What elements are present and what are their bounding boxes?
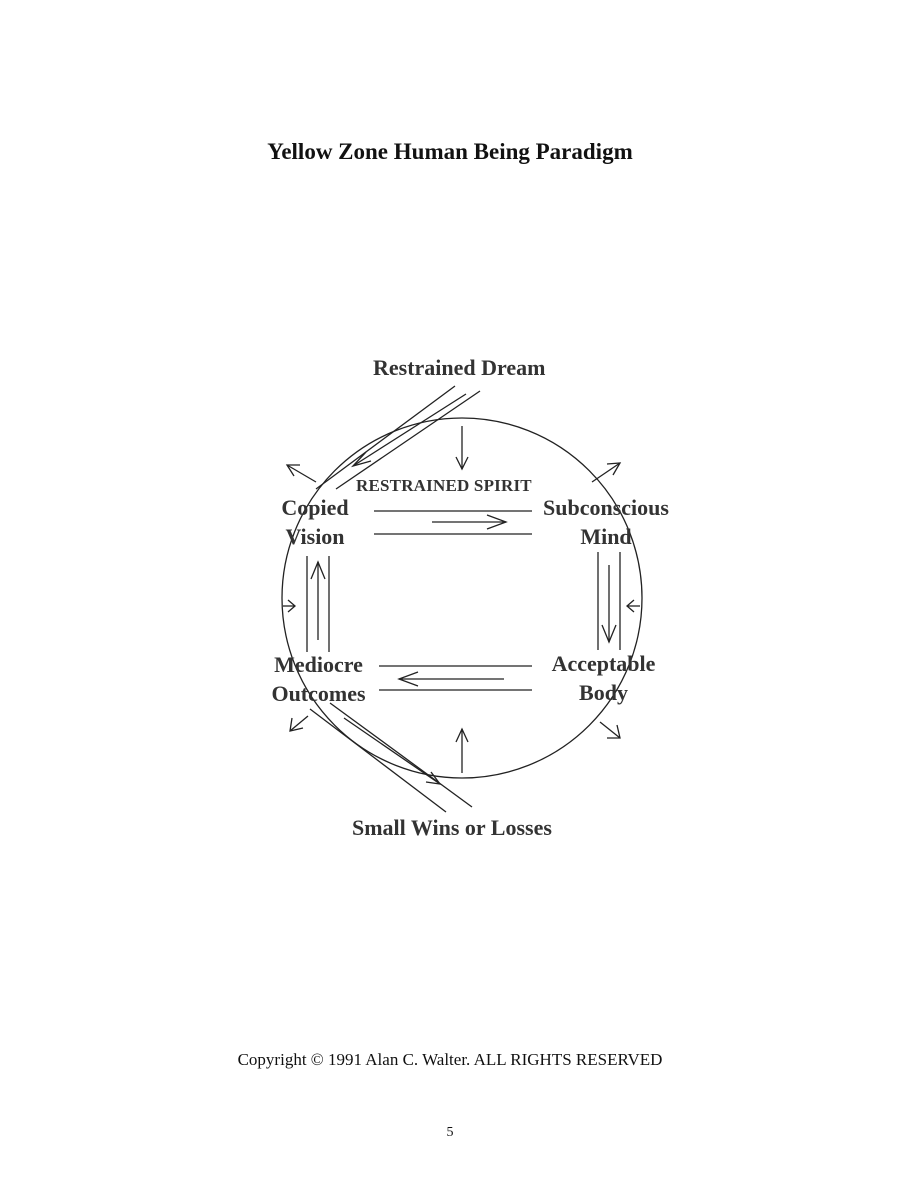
label-subconscious-mind: Subconscious Mind bbox=[536, 493, 676, 551]
inward-arrowhead bbox=[287, 599, 296, 613]
dream-band-line bbox=[315, 385, 456, 490]
dream-band-line bbox=[352, 393, 467, 467]
left-edge-arrowhead bbox=[310, 560, 326, 580]
label-copied-vision: Copied Vision bbox=[270, 493, 360, 551]
outward-arrowhead bbox=[607, 724, 621, 739]
label-copied-line1: Copied bbox=[281, 495, 349, 520]
label-acceptable-line1: Acceptable bbox=[551, 651, 656, 676]
outcomes-band-line bbox=[309, 708, 447, 813]
bottom-edge-arrowhead bbox=[397, 671, 419, 687]
label-mediocre-line2: Outcomes bbox=[271, 681, 366, 706]
outward-arrow-bottom-left bbox=[289, 715, 309, 732]
label-small-wins-or-losses: Small Wins or Losses bbox=[352, 815, 552, 840]
label-mediocre-line1: Mediocre bbox=[274, 652, 363, 677]
top-edge-arrowhead bbox=[486, 514, 508, 530]
outward-arrow-top-right bbox=[591, 462, 621, 483]
dream-band-arrowhead bbox=[350, 451, 372, 468]
outcomes-band-arrowhead bbox=[425, 771, 442, 785]
page-number: 5 bbox=[446, 1125, 454, 1140]
copyright-notice: Copyright © 1991 Alan C. Walter. ALL RIG… bbox=[237, 1050, 663, 1069]
label-subconscious-line1: Subconscious bbox=[543, 495, 669, 520]
label-acceptable-body: Acceptable Body bbox=[541, 649, 666, 707]
bottom-up-arrowhead bbox=[455, 727, 469, 743]
label-copied-line2: Vision bbox=[285, 524, 345, 549]
cycle-circle bbox=[281, 417, 643, 779]
page-title: Yellow Zone Human Being Paradigm bbox=[267, 139, 633, 164]
top-down-arrowhead bbox=[455, 456, 469, 471]
outcomes-band-line bbox=[329, 702, 473, 808]
label-subconscious-line2: Mind bbox=[580, 524, 632, 549]
outward-arrowhead bbox=[285, 464, 300, 477]
inward-arrowhead bbox=[626, 599, 635, 613]
label-restrained-spirit: RESTRAINED SPIRIT bbox=[356, 476, 532, 495]
outward-arrow-bottom-right bbox=[599, 721, 621, 739]
outward-arrow-top-left bbox=[286, 464, 317, 483]
outward-arrowhead bbox=[289, 717, 304, 732]
dream-band-line bbox=[335, 390, 481, 490]
right-edge-arrowhead bbox=[601, 624, 617, 644]
outward-arrowhead bbox=[606, 462, 622, 476]
label-restrained-dream: Restrained Dream bbox=[373, 355, 546, 380]
outcomes-band-line bbox=[343, 717, 441, 785]
label-mediocre-outcomes: Mediocre Outcomes bbox=[261, 650, 376, 708]
label-acceptable-line2: Body bbox=[579, 680, 628, 705]
